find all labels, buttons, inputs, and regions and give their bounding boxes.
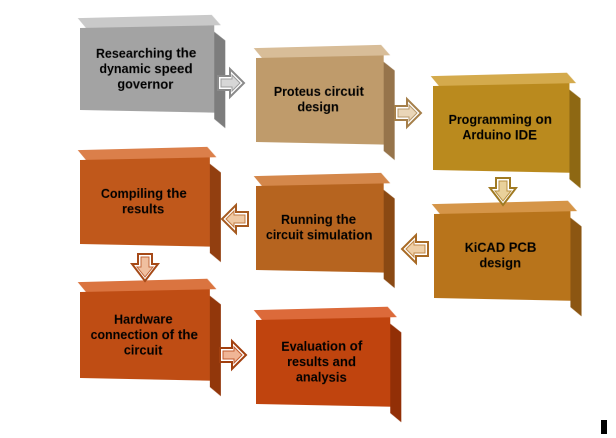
step-3-box: Programming on Arduino IDE bbox=[433, 83, 569, 172]
step-8-box: Evaluation of results and analysis bbox=[256, 317, 390, 406]
step-1-label: Researching the dynamic speed governor bbox=[90, 45, 204, 93]
arrow-left-icon bbox=[398, 232, 430, 266]
arrow-down-icon bbox=[130, 252, 160, 284]
arrow-right-icon bbox=[393, 96, 425, 130]
step-5-box: Running the circuit simulation bbox=[256, 183, 384, 272]
step-3-label: Programming on Arduino IDE bbox=[443, 112, 559, 144]
step-4-label: KiCAD PCB design bbox=[444, 240, 560, 272]
arrow-right-icon bbox=[218, 338, 250, 372]
step-7-box: Hardware connection of the circuit bbox=[80, 289, 210, 380]
step-2-box: Proteus circuit design bbox=[256, 55, 384, 144]
step-6-box: Compiling the results bbox=[80, 157, 210, 246]
step-1-box: Researching the dynamic speed governor bbox=[80, 25, 214, 112]
arrow-down-icon bbox=[488, 176, 518, 208]
page-edge-marker bbox=[601, 420, 607, 434]
step-5-label: Running the circuit simulation bbox=[266, 212, 373, 244]
arrow-left-icon bbox=[218, 202, 250, 236]
step-8-label: Evaluation of results and analysis bbox=[266, 338, 380, 386]
step-7-label: Hardware connection of the circuit bbox=[90, 311, 199, 359]
arrow-right-icon bbox=[216, 66, 248, 100]
step-4-box: KiCAD PCB design bbox=[434, 211, 570, 300]
step-6-label: Compiling the results bbox=[90, 186, 199, 218]
step-2-label: Proteus circuit design bbox=[266, 84, 373, 116]
